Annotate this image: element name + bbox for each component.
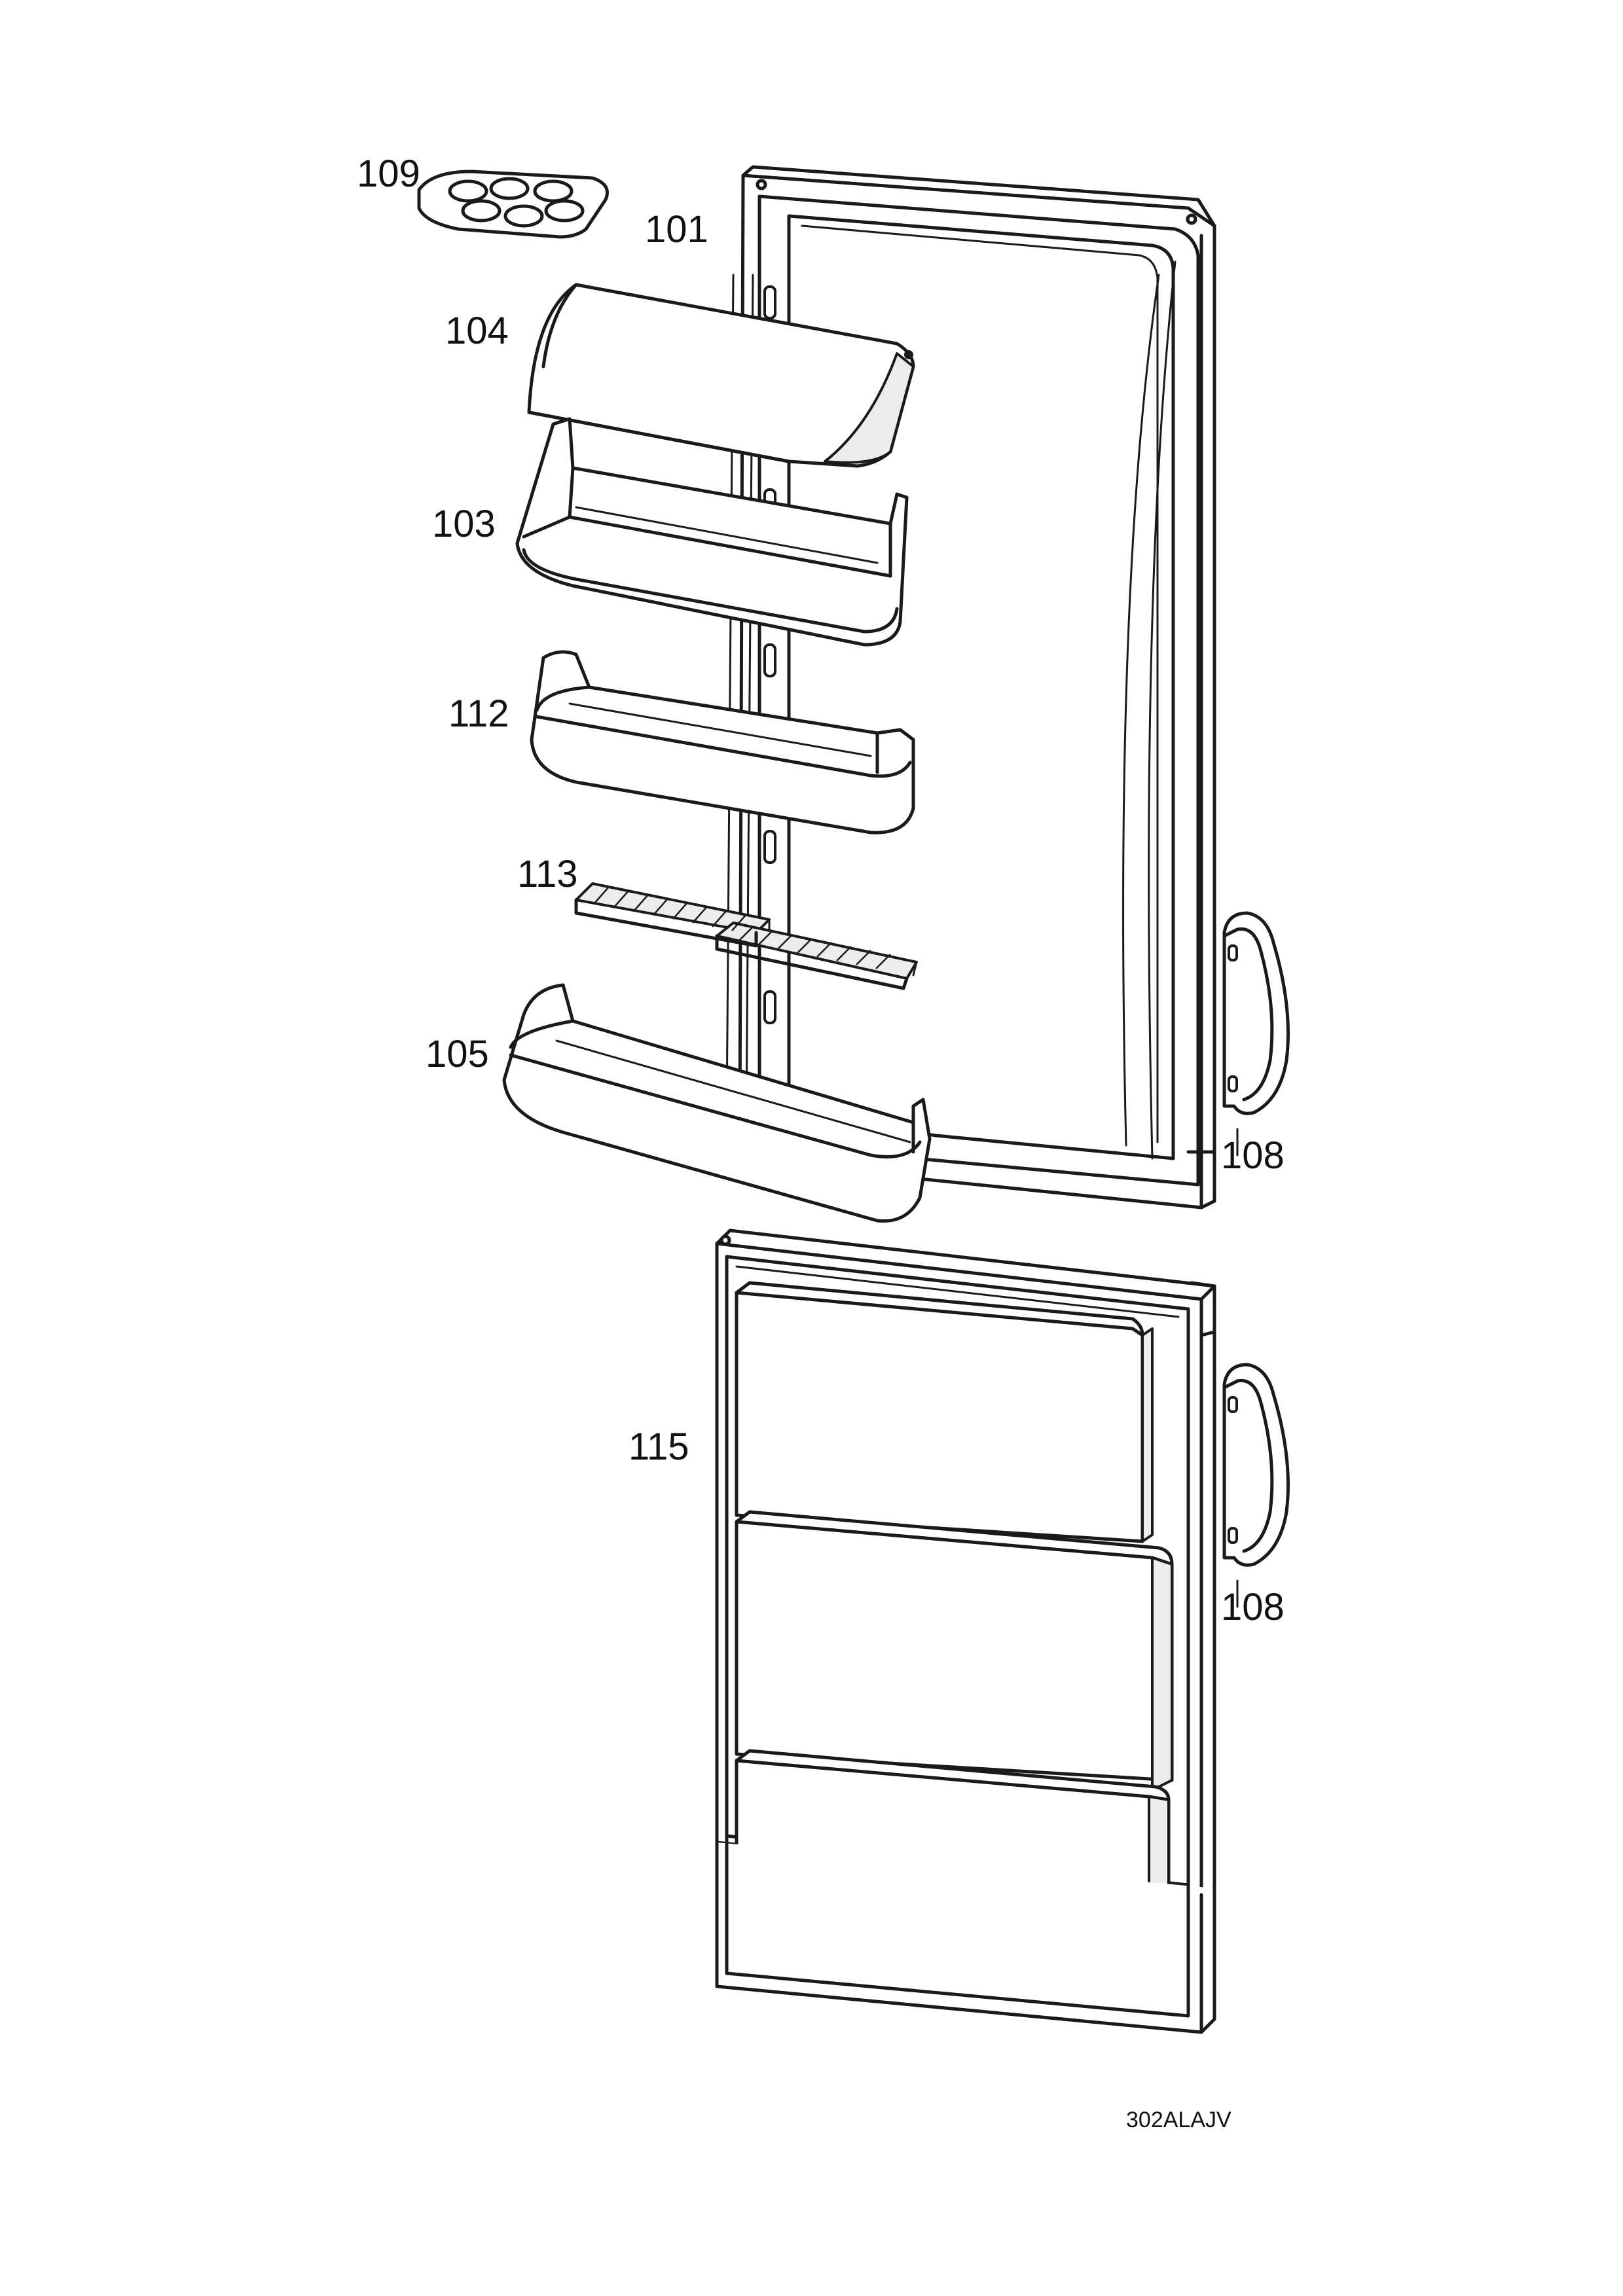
label-105: 105 — [426, 1033, 489, 1075]
label-108-lower: 108 — [1221, 1586, 1285, 1628]
dairy-compartment — [527, 283, 915, 468]
egg-tray — [417, 170, 609, 239]
drawing-code: 302ALAJV — [1126, 2108, 1231, 2132]
upper-door — [725, 165, 1216, 1210]
label-115: 115 — [629, 1426, 689, 1468]
label-109: 109 — [357, 152, 420, 195]
bottle-balcony — [502, 983, 932, 1223]
middle-door-balcony — [530, 650, 915, 834]
shelf-slot — [763, 285, 776, 319]
label-104: 104 — [445, 310, 509, 352]
shelf-slot — [763, 830, 776, 864]
shelf-slot — [763, 643, 776, 677]
bottle-divider — [574, 882, 918, 990]
label-108-upper: 108 — [1221, 1134, 1285, 1177]
label-101: 101 — [645, 208, 708, 251]
lower-handle — [1222, 1363, 1290, 1567]
label-113: 113 — [517, 853, 577, 895]
upper-handle — [1222, 911, 1290, 1115]
upper-door-balcony — [515, 417, 909, 647]
shelf-slot — [763, 990, 776, 1024]
lower-door — [715, 1229, 1216, 2034]
label-103: 103 — [432, 503, 496, 545]
label-112: 112 — [448, 692, 509, 735]
leader-lines — [788, 912, 1239, 1608]
